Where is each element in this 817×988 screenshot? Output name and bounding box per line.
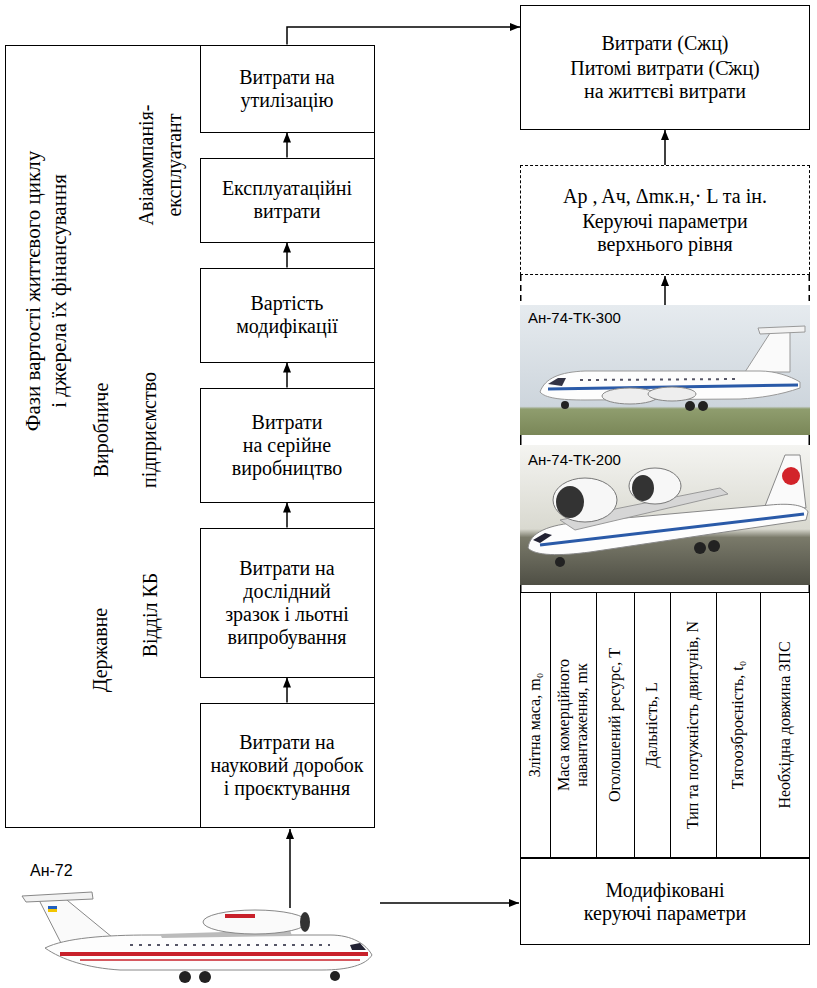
- flow-arrow: [287, 27, 520, 45]
- node-text: Витрати (Сжц): [601, 32, 728, 55]
- node-text: Керуючі параметри верхнього рівня: [550, 210, 780, 256]
- aircraft-an72: [48, 906, 57, 909]
- aircraft-name: Ан-72: [30, 862, 73, 880]
- aircraft-an72: [22, 892, 93, 902]
- photo-an74-tk200: [520, 445, 810, 585]
- cost-box: Вартість модифікації: [200, 268, 375, 363]
- photo-an74-tk300: [520, 305, 810, 435]
- node-text: Дальність, L: [643, 612, 661, 837]
- node-text: Ap , Aч, Δmк.н,· L та ін.: [563, 185, 767, 208]
- frame-line: [520, 275, 522, 305]
- node-text: Витрати на серійне виробництво: [207, 411, 367, 480]
- aircraft-an72: [330, 971, 340, 981]
- parameter-cell: Дальність, L: [634, 592, 672, 858]
- cost-box: Витрати на дослідний зразок і льотні вип…: [200, 528, 375, 678]
- funding-label: Державне: [88, 575, 112, 725]
- aircraft-an72: [48, 909, 57, 912]
- node-text: Злітна маса, m₀: [526, 612, 544, 837]
- frame-line: [520, 585, 522, 592]
- node-text: Необхідна довжина ЗПС: [775, 612, 793, 837]
- photo-an74-tk200: [629, 468, 681, 504]
- flow-arrow: [380, 902, 519, 904]
- photo-an74-tk200: [782, 467, 800, 485]
- aircraft-an72: [22, 892, 372, 983]
- node-text: Експлуатаційні витрати: [207, 177, 367, 223]
- flow-arrow: [289, 829, 291, 908]
- flow-arrow: [286, 133, 288, 158]
- frame-line: [521, 275, 810, 592]
- photo-an74-tk300: [758, 326, 805, 334]
- frame-line: [809, 585, 811, 592]
- cost-box: Експлуатаційні витрати: [200, 158, 375, 243]
- node-text: Оголошений ресурс, T: [606, 612, 624, 837]
- funding-label: Відділ КБ: [138, 540, 162, 690]
- cost-box: Витрати на серійне виробництво: [200, 388, 375, 503]
- photo-an74-tk300: [561, 401, 569, 409]
- photo-an74-tk300: [685, 401, 695, 411]
- funding-label: Виробниче підприємство: [77, 355, 173, 505]
- photo-an74-tk200: [520, 445, 810, 585]
- node-text: Фази вартості життєвого циклу і джерела …: [20, 121, 73, 461]
- node-text: Витрати на дослідний зразок і льотні вип…: [207, 557, 367, 649]
- flow-arrow: [286, 363, 288, 388]
- flow-arrow: [286, 243, 288, 268]
- photo-an74-tk200: [632, 475, 654, 501]
- result-box: Витрати (Сжц)Питомі витрати (С̄жц) на жи…: [520, 5, 810, 130]
- node-text: Питомі витрати (С̄жц) на життєві витрати: [550, 57, 780, 103]
- parameter-cell: Маса комерційного навантаження, mк: [550, 592, 598, 858]
- photo-an74-tk200: [533, 533, 552, 543]
- photo-an74-tk200: [694, 542, 706, 554]
- photo-an74-tk200: [555, 557, 565, 567]
- flow-arrow: [664, 276, 666, 305]
- photo-an74-tk300: [698, 401, 708, 411]
- funding-label: Авіакомпанія- експлуатант: [132, 85, 188, 245]
- node-text: Вартість модифікації: [207, 292, 367, 338]
- flow-arrow: [664, 130, 666, 165]
- cost-box: Витрати на науковий доробок і проєктуван…: [200, 703, 375, 828]
- photo-an74-tk200: [553, 478, 617, 522]
- photo-an74-tk300: [520, 305, 810, 435]
- aircraft-an72: [60, 952, 368, 956]
- photo-an74-tk300: [540, 371, 800, 400]
- photo-an74-tk300: [745, 330, 790, 372]
- node-text: Витрати на науковий доробок і проєктуван…: [207, 731, 367, 800]
- photo-an74-tk200: [765, 455, 806, 508]
- aircraft-an72: [199, 971, 211, 983]
- parameter-box: Ap , Aч, Δmк.н,· L та ін.Керуючі парамет…: [520, 165, 810, 275]
- phase-frame: Фази вартості життєвого циклу і джерела …: [5, 45, 375, 828]
- node-text: Витрати на утилізацію: [207, 66, 367, 112]
- parameter-box: Модифіковані керуючі параметри: [520, 858, 810, 945]
- node-text: Тип та потужність двигунів, N: [684, 612, 702, 837]
- cost-box: Витрати на утилізацію: [200, 45, 375, 133]
- photo-an74-tk200: [556, 486, 584, 518]
- node-text: Тягоозброєність, t₀: [729, 612, 747, 837]
- flow-arrow: [286, 678, 288, 703]
- aircraft-an72: [225, 914, 255, 918]
- photo-an74-tk300: [548, 378, 566, 386]
- frame-line: [520, 435, 522, 445]
- aircraft-name: Ан-74-ТК-300: [528, 309, 621, 326]
- parameter-cell: Необхідна довжина ЗПС: [760, 592, 810, 858]
- aircraft-name: Ан-74-ТК-200: [528, 451, 621, 468]
- aircraft-an72: [80, 959, 360, 961]
- photo-an74-tk300: [648, 387, 696, 401]
- parameter-cell: Злітна маса, m₀: [520, 592, 552, 858]
- frame-line: [809, 435, 811, 445]
- aircraft-an72: [300, 912, 310, 932]
- aircraft-an72: [179, 971, 191, 983]
- node-text: Модифіковані керуючі параметри: [550, 879, 780, 925]
- aircraft-an72: [203, 910, 307, 934]
- parameter-cell: Оголошений ресурс, T: [596, 592, 636, 858]
- flow-arrow: [286, 503, 288, 528]
- aircraft-an72: [130, 944, 330, 946]
- aircraft-an72: [350, 943, 366, 950]
- parameter-cell: Тип та потужність двигунів, N: [670, 592, 718, 858]
- parameter-cell: Тягоозброєність, t₀: [716, 592, 762, 858]
- node-text: Маса комерційного навантаження, mк: [555, 612, 592, 837]
- photo-an74-tk200: [708, 540, 720, 552]
- frame-line: [809, 275, 811, 305]
- aircraft-an72: [45, 935, 372, 970]
- photo-an74-tk300: [580, 379, 740, 380]
